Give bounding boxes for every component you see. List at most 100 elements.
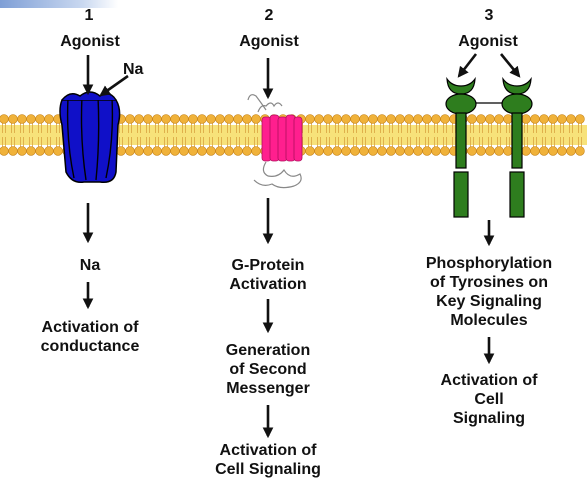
phospholipid-head	[188, 146, 198, 156]
phospholipid-head	[341, 114, 351, 124]
agonist-label-2: Agonist	[239, 33, 299, 50]
phospholipid-head	[125, 114, 135, 124]
phospholipid-head	[323, 114, 333, 124]
phospholipid-head	[494, 146, 504, 156]
phospholipid-head	[422, 146, 432, 156]
phospholipid-head	[575, 114, 585, 124]
phospholipid-head	[467, 146, 477, 156]
phospholipid-head	[503, 114, 513, 124]
phospholipid-head	[368, 114, 378, 124]
phospholipid-head	[548, 114, 558, 124]
agonist-label-3: Agonist	[458, 33, 518, 50]
phospholipid-head	[143, 146, 153, 156]
phospholipid-head	[359, 114, 369, 124]
phospholipid-head	[233, 114, 243, 124]
phospholipid-head	[44, 146, 54, 156]
phospholipid-head	[377, 114, 387, 124]
tyrosine-kinase-receptor-icon	[445, 76, 533, 218]
phospholipid-head	[8, 114, 18, 124]
phospholipid-head	[413, 146, 423, 156]
phospholipid-head	[575, 146, 585, 156]
phospholipid-head	[35, 146, 45, 156]
phospholipid-head	[161, 114, 171, 124]
phospholipid-head	[35, 114, 45, 124]
phospholipid-head	[557, 114, 567, 124]
phospholipid-head	[197, 114, 207, 124]
phospholipid-head	[404, 146, 414, 156]
phospholipid-head	[314, 114, 324, 124]
phospholipid-head	[53, 146, 63, 156]
agonist-label-1: Agonist	[60, 33, 120, 50]
phospholipid-head	[305, 146, 315, 156]
phospholipid-head	[134, 146, 144, 156]
gpcr-icon	[247, 94, 303, 189]
phospholipid-head	[134, 114, 144, 124]
phospholipid-head	[242, 146, 252, 156]
phospholipid-head	[521, 114, 531, 124]
phospholipid-head	[521, 146, 531, 156]
phospholipid-head	[332, 114, 342, 124]
phospholipid-head	[530, 114, 540, 124]
step-1-2: Activation of conductance	[40, 319, 140, 355]
pathway-number-1: 1	[84, 7, 94, 24]
phospholipid-head	[485, 146, 495, 156]
phospholipid-head	[395, 146, 405, 156]
phospholipid-head	[467, 114, 477, 124]
phospholipid-head	[215, 114, 225, 124]
phospholipid-head	[152, 114, 162, 124]
phospholipid-head	[377, 146, 387, 156]
phospholipid-head	[386, 146, 396, 156]
phospholipid-head	[539, 114, 549, 124]
step-2-3: Activation of Cell Signaling	[215, 442, 321, 478]
phospholipid-head	[359, 146, 369, 156]
phospholipid-head	[206, 146, 216, 156]
step-1-1: Na	[79, 257, 101, 274]
phospholipid-head	[125, 146, 135, 156]
arrow-agonist-to-left-subunit	[457, 53, 478, 78]
step-3-2: Activation of Cell Signaling	[440, 372, 538, 427]
phospholipid-head	[0, 146, 9, 156]
phospholipid-head	[476, 146, 486, 156]
phospholipid-head	[566, 114, 576, 124]
phospholipid-head	[224, 146, 234, 156]
arrow-na-to-channel	[99, 74, 129, 97]
phospholipid-head	[17, 114, 27, 124]
phospholipid-head	[341, 146, 351, 156]
step-3-1: Phosphorylation of Tyrosines on Key Sign…	[425, 255, 553, 329]
phospholipid-head	[386, 114, 396, 124]
phospholipid-head	[26, 114, 36, 124]
phospholipid-head	[143, 114, 153, 124]
step-2-1: G-Protein Activation	[229, 257, 307, 293]
phospholipid-head	[350, 114, 360, 124]
phospholipid-head	[152, 146, 162, 156]
phospholipid-head	[440, 146, 450, 156]
phospholipid-head	[503, 146, 513, 156]
phospholipid-head	[314, 146, 324, 156]
phospholipid-head	[242, 114, 252, 124]
phospholipid-head	[530, 146, 540, 156]
phospholipid-head	[161, 146, 171, 156]
phospholipid-head	[251, 146, 261, 156]
phospholipid-head	[26, 146, 36, 156]
pathway-arrows	[82, 53, 521, 439]
ion-channel-icon	[59, 91, 121, 184]
phospholipid-head	[332, 146, 342, 156]
phospholipid-head	[476, 114, 486, 124]
phospholipid-head	[557, 146, 567, 156]
phospholipid-head	[431, 146, 441, 156]
na-ion-label: Na	[123, 61, 144, 78]
phospholipid-head	[494, 114, 504, 124]
phospholipid-head	[485, 114, 495, 124]
phospholipid-head	[404, 114, 414, 124]
phospholipid-head	[368, 146, 378, 156]
pathway-number-2: 2	[264, 7, 274, 24]
phospholipid-head	[395, 114, 405, 124]
phospholipid-head	[0, 114, 9, 124]
phospholipid-head	[251, 114, 261, 124]
arrow-agonist-to-right-subunit	[499, 53, 521, 78]
phospholipid-head	[566, 146, 576, 156]
pathway-number-3: 3	[484, 7, 494, 24]
phospholipid-head	[323, 146, 333, 156]
phospholipid-head	[215, 146, 225, 156]
